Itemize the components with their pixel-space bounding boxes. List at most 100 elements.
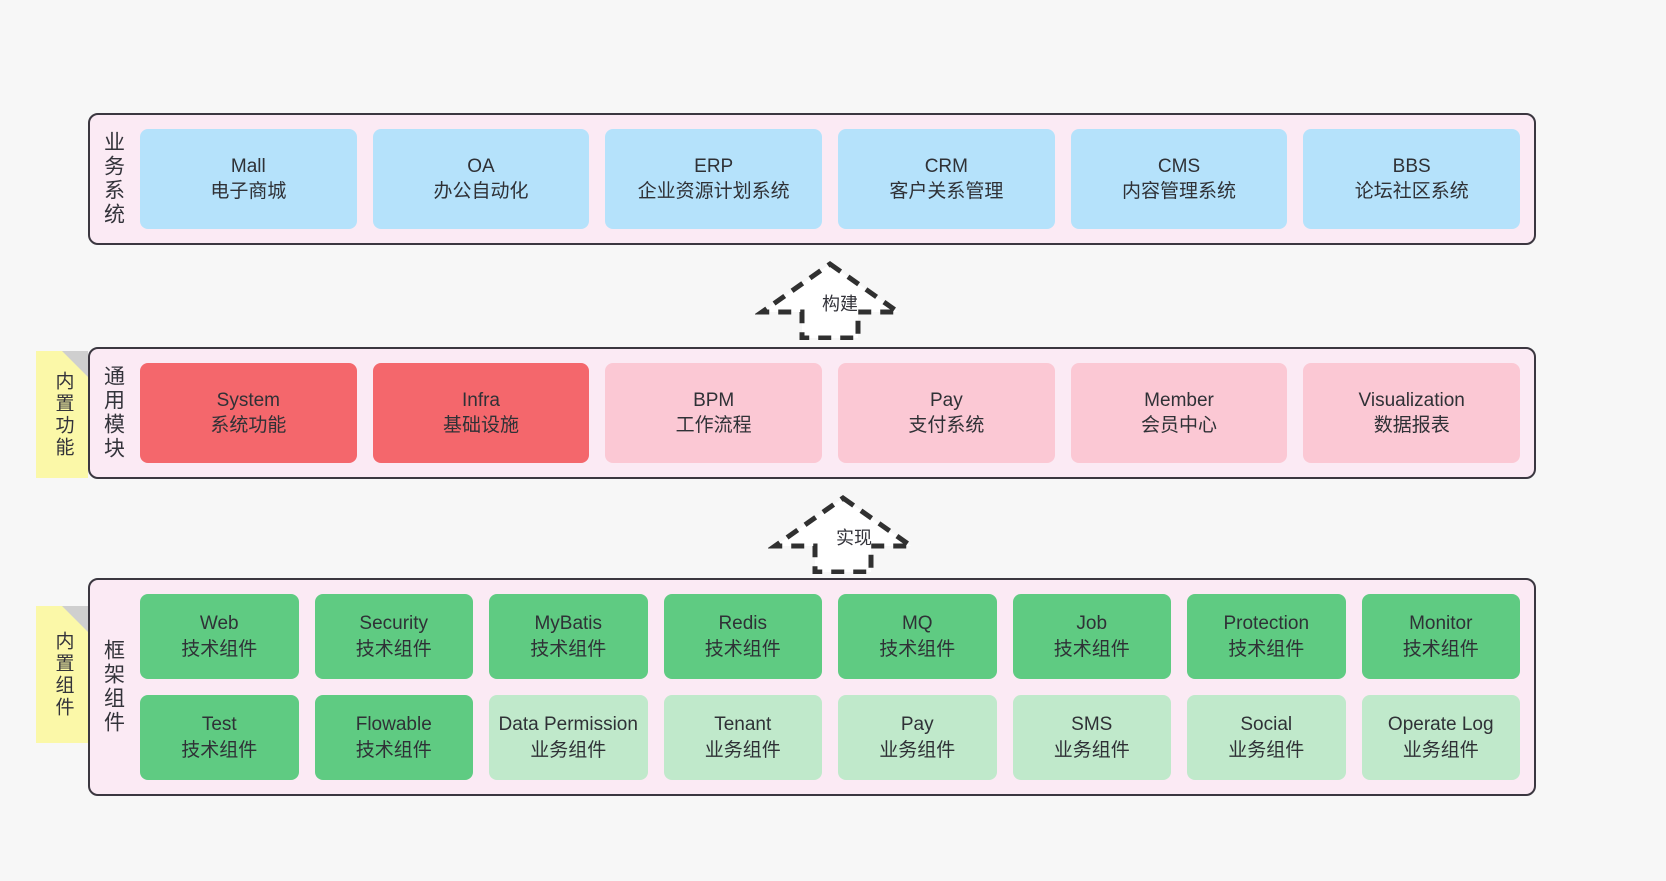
card-desc: 企业资源计划系统 (637, 181, 790, 202)
card-desc: 技术组件 (181, 638, 258, 660)
card-system[interactable]: System 系统功能 (140, 363, 357, 463)
layer-cards-business-system: Mall 电子商城 OA 办公自动化 ERP 企业资源计划系统 CRM 客户关系… (136, 115, 1534, 243)
card-name: Web (199, 613, 239, 635)
card-desc: 工作流程 (675, 415, 752, 436)
card-name: BBS (1392, 155, 1431, 177)
card-sms[interactable]: SMS 业务组件 (1012, 695, 1171, 780)
card-pay-business[interactable]: Pay 业务组件 (838, 695, 997, 780)
card-desc: 技术组件 (355, 638, 432, 660)
card-desc: 业务组件 (530, 739, 607, 761)
card-visualization[interactable]: Visualization 数据报表 (1303, 363, 1521, 463)
card-desc: 技术组件 (1053, 638, 1130, 660)
card-operate-log[interactable]: Operate Log 业务组件 (1361, 695, 1520, 780)
note-fold-corner (62, 606, 88, 632)
card-name: CRM (924, 155, 968, 177)
card-desc: 技术组件 (1228, 638, 1305, 660)
card-row: System 系统功能 Infra 基础设施 BPM 工作流程 Pay 支付系统… (140, 363, 1521, 463)
card-protection[interactable]: Protection 技术组件 (1187, 594, 1346, 679)
card-social[interactable]: Social 业务组件 (1187, 695, 1346, 780)
card-name: Pay (900, 714, 934, 736)
card-name: SMS (1071, 714, 1113, 736)
card-desc: 基础设施 (443, 415, 520, 436)
card-name: OA (467, 155, 495, 177)
card-monitor[interactable]: Monitor 技术组件 (1361, 594, 1520, 679)
card-desc: 技术组件 (355, 739, 432, 761)
card-name: Pay (929, 389, 963, 411)
card-tenant[interactable]: Tenant 业务组件 (663, 695, 822, 780)
card-bpm[interactable]: BPM 工作流程 (605, 363, 823, 463)
card-desc: 技术组件 (530, 638, 607, 660)
card-name: Visualization (1358, 389, 1465, 411)
card-desc: 业务组件 (704, 739, 781, 761)
layer-common-module[interactable]: 通用模块 System 系统功能 Infra 基础设施 BPM 工作流程 Pay… (88, 347, 1536, 479)
card-erp[interactable]: ERP 企业资源计划系统 (605, 129, 823, 229)
card-crm[interactable]: CRM 客户关系管理 (838, 129, 1055, 229)
note-fold-corner (62, 351, 88, 377)
note-label: 内置功能 (52, 370, 74, 459)
layer-business-system[interactable]: 业务系统 Mall 电子商城 OA 办公自动化 ERP 企业资源计划系统 CRM… (88, 113, 1536, 245)
card-name: System (216, 389, 281, 411)
card-row: Test 技术组件 Flowable 技术组件 Data Permission … (140, 695, 1520, 780)
card-name: Tenant (714, 714, 772, 736)
card-row: Mall 电子商城 OA 办公自动化 ERP 企业资源计划系统 CRM 客户关系… (140, 129, 1521, 229)
layer-title-framework-component: 框架组件 (101, 639, 125, 735)
card-security[interactable]: Security 技术组件 (314, 594, 473, 679)
card-desc: 论坛社区系统 (1354, 181, 1469, 202)
card-name: Monitor (1409, 613, 1473, 635)
card-mq[interactable]: MQ 技术组件 (838, 594, 997, 679)
card-redis[interactable]: Redis 技术组件 (663, 594, 822, 679)
card-desc: 系统功能 (210, 415, 287, 436)
card-oa[interactable]: OA 办公自动化 (372, 129, 590, 229)
connector-build-label: 构建 (822, 294, 858, 314)
connector-implement-label: 实现 (836, 528, 872, 548)
card-cms[interactable]: CMS 内容管理系统 (1070, 129, 1288, 229)
card-desc: 数据报表 (1373, 415, 1450, 436)
card-name: Job (1076, 613, 1108, 635)
note-label: 内置组件 (52, 630, 74, 719)
card-name: MQ (901, 613, 933, 635)
card-desc: 客户关系管理 (889, 181, 1004, 202)
card-name: Data Permission (498, 714, 638, 736)
card-desc: 业务组件 (1402, 739, 1479, 761)
card-job[interactable]: Job 技术组件 (1012, 594, 1171, 679)
card-web[interactable]: Web 技术组件 (140, 594, 299, 679)
layer-framework-component[interactable]: 框架组件 Web 技术组件 Security 技术组件 MyBatis 技术组件… (88, 578, 1536, 796)
card-mybatis[interactable]: MyBatis 技术组件 (489, 594, 648, 679)
card-desc: 内容管理系统 (1122, 181, 1237, 202)
card-desc: 技术组件 (879, 638, 956, 660)
card-name: Member (1144, 389, 1214, 411)
layer-title-business-system: 业务系统 (101, 131, 125, 227)
card-desc: 技术组件 (181, 739, 258, 761)
card-test[interactable]: Test 技术组件 (140, 695, 299, 780)
card-name: Mall (230, 155, 266, 177)
card-pay[interactable]: Pay 支付系统 (838, 363, 1055, 463)
card-name: MyBatis (534, 613, 603, 635)
card-desc: 办公自动化 (433, 181, 529, 202)
card-desc: 会员中心 (1141, 415, 1218, 436)
card-desc: 支付系统 (908, 415, 985, 436)
card-desc: 业务组件 (1228, 739, 1305, 761)
card-bbs[interactable]: BBS 论坛社区系统 (1303, 129, 1521, 229)
card-name: Security (359, 613, 429, 635)
card-mall[interactable]: Mall 电子商城 (140, 129, 357, 229)
card-name: ERP (694, 155, 734, 177)
card-name: Protection (1223, 613, 1310, 635)
card-name: Redis (718, 613, 768, 635)
card-member[interactable]: Member 会员中心 (1070, 363, 1288, 463)
sticky-note-builtin-function: 内置功能 (36, 351, 88, 478)
card-data-permission[interactable]: Data Permission 业务组件 (489, 695, 648, 780)
card-desc: 技术组件 (704, 638, 781, 660)
card-name: Operate Log (1387, 714, 1494, 736)
card-desc: 业务组件 (1053, 739, 1130, 761)
card-name: Test (201, 714, 237, 736)
card-name: Social (1240, 714, 1293, 736)
card-flowable[interactable]: Flowable 技术组件 (314, 695, 473, 780)
sticky-note-builtin-component: 内置组件 (36, 606, 88, 743)
card-name: Infra (461, 389, 501, 411)
card-infra[interactable]: Infra 基础设施 (372, 363, 590, 463)
card-row: Web 技术组件 Security 技术组件 MyBatis 技术组件 Redi… (140, 594, 1520, 679)
card-desc: 业务组件 (879, 739, 956, 761)
card-name: CMS (1157, 155, 1201, 177)
layer-title-common-module: 通用模块 (101, 365, 125, 461)
